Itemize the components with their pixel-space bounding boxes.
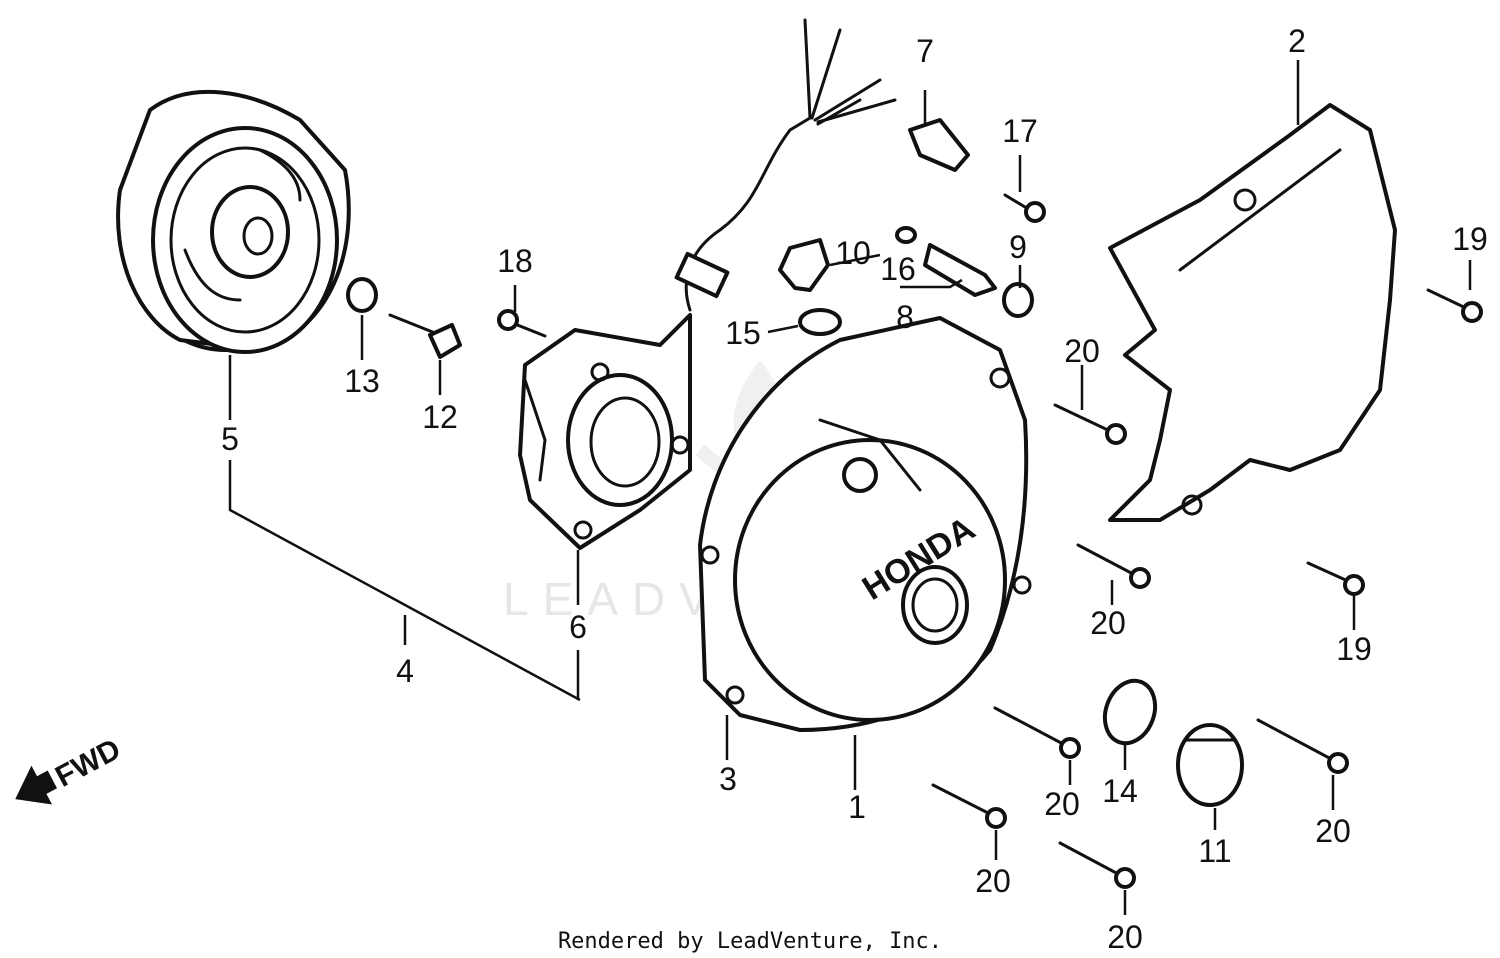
callout-20-a: 20 — [1064, 333, 1100, 369]
callout-7: 7 — [916, 33, 934, 69]
callout-17: 17 — [1002, 113, 1038, 149]
wire-harness[interactable] — [674, 18, 897, 312]
callout-18: 18 — [497, 243, 533, 279]
callout-12: 12 — [422, 399, 458, 435]
callout-19-top: 19 — [1452, 221, 1488, 257]
bolt-12-washer-13[interactable] — [346, 277, 462, 359]
callout-9: 9 — [1009, 229, 1027, 265]
callout-6: 6 — [569, 609, 587, 645]
callout-1: 1 — [848, 789, 866, 825]
cap-11[interactable] — [1176, 723, 1244, 807]
fwd-arrow-icon: FWD — [15, 733, 126, 805]
bolt-20-a[interactable] — [1053, 403, 1127, 445]
callout-13: 13 — [344, 363, 380, 399]
bolt-20-f[interactable] — [1256, 718, 1349, 774]
credit-text: Rendered by LeadVenture, Inc. — [558, 929, 942, 954]
bolt-18[interactable] — [497, 309, 547, 338]
leader-lines — [228, 60, 1472, 915]
oring-14[interactable] — [1097, 674, 1164, 751]
callout-19-bottom: 19 — [1336, 631, 1372, 667]
fwd-label: FWD — [50, 733, 126, 794]
bolt-19-bottom[interactable] — [1306, 561, 1365, 596]
neutral-switch[interactable] — [895, 226, 1034, 318]
callout-8: 8 — [896, 299, 914, 335]
callout-5: 5 — [221, 421, 239, 457]
sprocket-cover[interactable] — [1108, 103, 1397, 522]
callout-11: 11 — [1198, 833, 1231, 869]
callout-10: 10 — [835, 235, 871, 271]
callout-4: 4 — [396, 653, 414, 689]
bolt-20-e[interactable] — [1058, 841, 1136, 889]
callout-20-d: 20 — [975, 863, 1011, 899]
callout-3: 3 — [719, 761, 737, 797]
callout-20-e: 20 — [1107, 919, 1143, 955]
callout-20-c: 20 — [1044, 786, 1080, 822]
callout-20-b: 20 — [1090, 605, 1126, 641]
cap-and-oring[interactable] — [778, 238, 842, 336]
callout-16: 16 — [880, 251, 916, 287]
bolt-20-c[interactable] — [993, 706, 1081, 759]
bolt-20-b[interactable] — [1076, 543, 1151, 589]
bolt-17[interactable] — [1003, 193, 1046, 223]
bolt-19-top[interactable] — [1426, 288, 1483, 323]
bolt-20-d[interactable] — [931, 783, 1007, 829]
stator-assembly[interactable] — [518, 313, 692, 550]
callout-14: 14 — [1102, 773, 1138, 809]
callout-20-f: 20 — [1315, 813, 1351, 849]
left-crankcase-cover[interactable]: HONDA — [698, 316, 1032, 732]
callout-2: 2 — [1288, 23, 1306, 59]
wire-clamp[interactable] — [908, 118, 970, 172]
flywheel-rotor[interactable] — [116, 89, 351, 354]
callout-15: 15 — [725, 315, 761, 351]
